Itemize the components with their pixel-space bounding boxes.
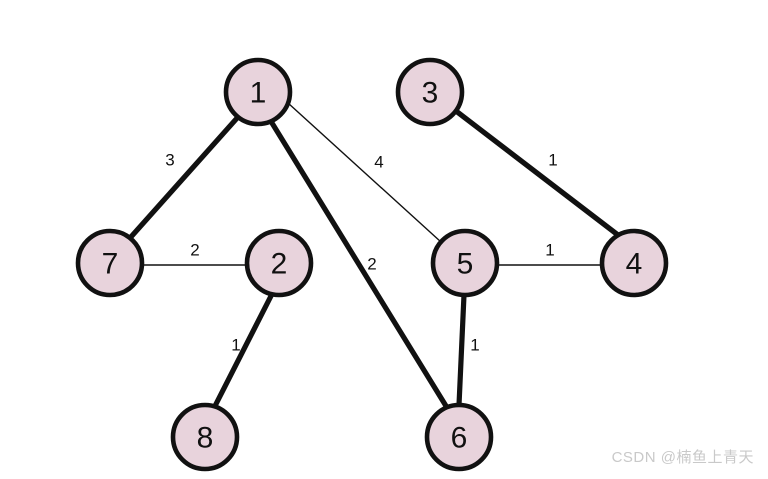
node-circle-2[interactable] <box>244 228 314 298</box>
edge-weight-label-2-8: 1 <box>231 336 240 355</box>
edge-weight-label-1-7: 3 <box>165 151 174 170</box>
edge-weight-label-7-2: 2 <box>190 241 199 260</box>
graph-node-1[interactable]: 1 <box>223 57 293 127</box>
edge-weight-label-3-4: 1 <box>548 151 557 170</box>
node-label-4: 4 <box>626 248 643 281</box>
node-circle-7[interactable] <box>75 228 145 298</box>
node-circle-5[interactable] <box>430 228 500 298</box>
node-label-8: 8 <box>197 422 214 455</box>
edge-labels-group: 3 2 4 2 1 1 1 1 <box>165 151 557 355</box>
graph-edge-1-5 <box>287 102 442 243</box>
graph-edge-5-6 <box>456 292 467 408</box>
graph-edge-3-4 <box>453 108 621 238</box>
graph-edge-1-7 <box>127 114 241 241</box>
graph-node-3[interactable]: 3 <box>395 57 465 127</box>
graph-node-6[interactable]: 6 <box>424 402 494 472</box>
node-label-5: 5 <box>457 248 474 281</box>
edge-weight-label-5-6: 1 <box>470 336 479 355</box>
nodes-group: 1 3 7 2 5 4 8 6 <box>75 57 669 472</box>
node-circle-6[interactable] <box>424 402 494 472</box>
csdn-watermark: CSDN @楠鱼上青天 <box>611 449 754 466</box>
graph-edge-1-6 <box>269 120 449 409</box>
edge-weight-label-1-6: 2 <box>367 255 376 274</box>
graph-edge-2-8 <box>212 291 275 409</box>
graph-node-8[interactable]: 8 <box>170 402 240 472</box>
graph-node-2[interactable]: 2 <box>244 228 314 298</box>
graph-node-4[interactable]: 4 <box>599 228 669 298</box>
graph-node-7[interactable]: 7 <box>75 228 145 298</box>
edge-weight-label-1-5: 4 <box>374 153 383 172</box>
edges-group <box>127 102 621 409</box>
node-circle-1[interactable] <box>223 57 293 127</box>
graph-node-5[interactable]: 5 <box>430 228 500 298</box>
node-circle-4[interactable] <box>599 228 669 298</box>
edge-weight-label-5-4: 1 <box>545 241 554 260</box>
node-label-6: 6 <box>451 422 468 455</box>
node-label-1: 1 <box>250 77 267 110</box>
node-circle-3[interactable] <box>395 57 465 127</box>
node-circle-8[interactable] <box>170 402 240 472</box>
node-label-7: 7 <box>102 248 119 281</box>
node-label-3: 3 <box>422 77 439 110</box>
node-label-2: 2 <box>271 248 288 281</box>
